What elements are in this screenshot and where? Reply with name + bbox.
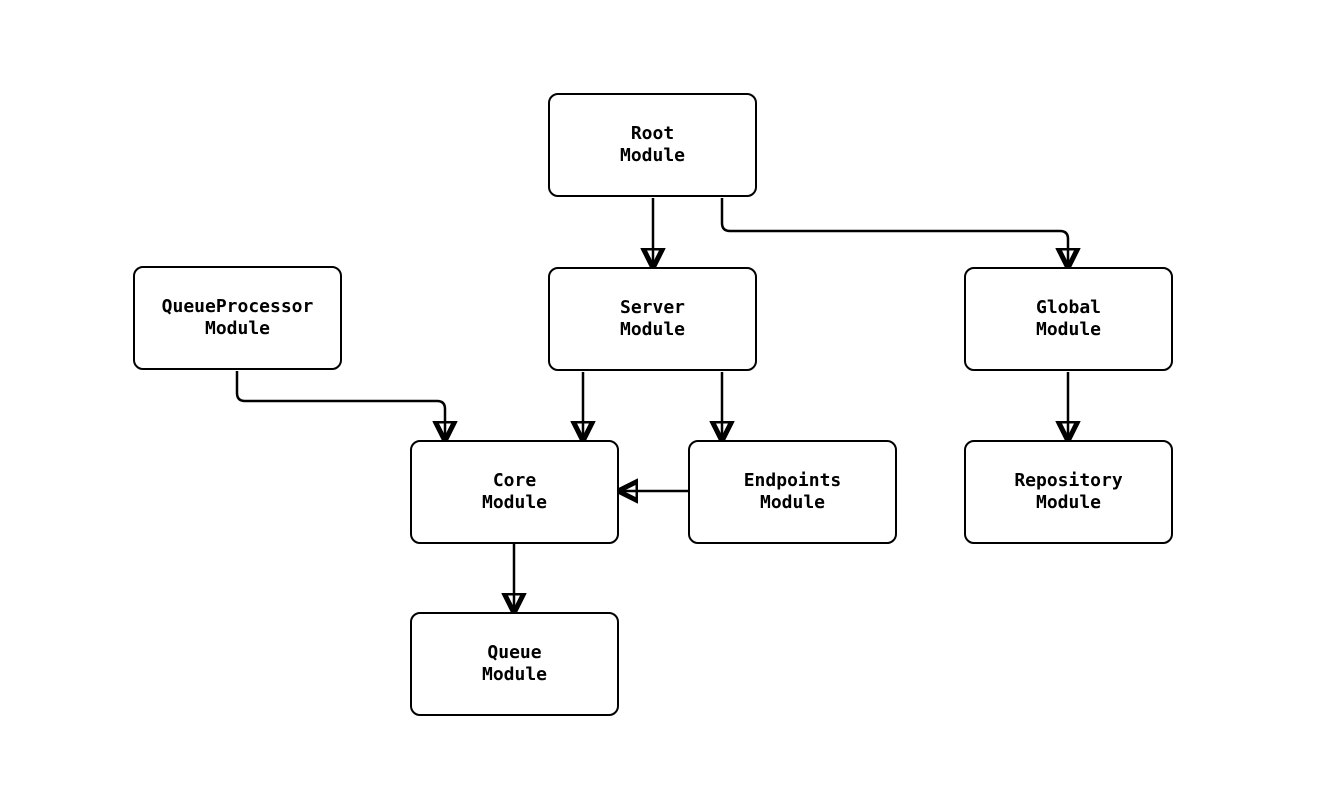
node-label-line2: Module (1035, 492, 1102, 513)
node-label-line1: Root (630, 123, 675, 144)
node-label-line1: Repository (1014, 470, 1123, 491)
node-label-line1: Global (1035, 297, 1102, 318)
edge-root-to-global (720, 198, 1068, 265)
node-queue-module: Queue Module (410, 612, 619, 716)
node-root-module: Root Module (548, 93, 757, 197)
node-label-line2: Module (619, 319, 686, 340)
node-label-line1: QueueProcessor (161, 296, 314, 317)
node-label-line1: Queue (487, 642, 542, 663)
node-label-line1: Server (619, 297, 686, 318)
node-label-line1: Core (492, 470, 537, 491)
node-server-module: Server Module (548, 267, 757, 371)
node-label-line2: Module (1035, 319, 1102, 340)
node-label-line2: Module (759, 492, 826, 513)
node-global-module: Global Module (964, 267, 1173, 371)
node-endpoints-module: Endpoints Module (688, 440, 897, 544)
node-label-line2: Module (481, 664, 548, 685)
node-label-line2: Module (619, 145, 686, 166)
node-queueprocessor-module: QueueProcessor Module (133, 266, 342, 370)
node-repository-module: Repository Module (964, 440, 1173, 544)
edge-queueprocessor-to-core (235, 371, 445, 438)
node-label-line2: Module (204, 318, 271, 339)
node-label-line2: Module (481, 492, 548, 513)
node-label-line1: Endpoints (743, 470, 842, 491)
node-core-module: Core Module (410, 440, 619, 544)
